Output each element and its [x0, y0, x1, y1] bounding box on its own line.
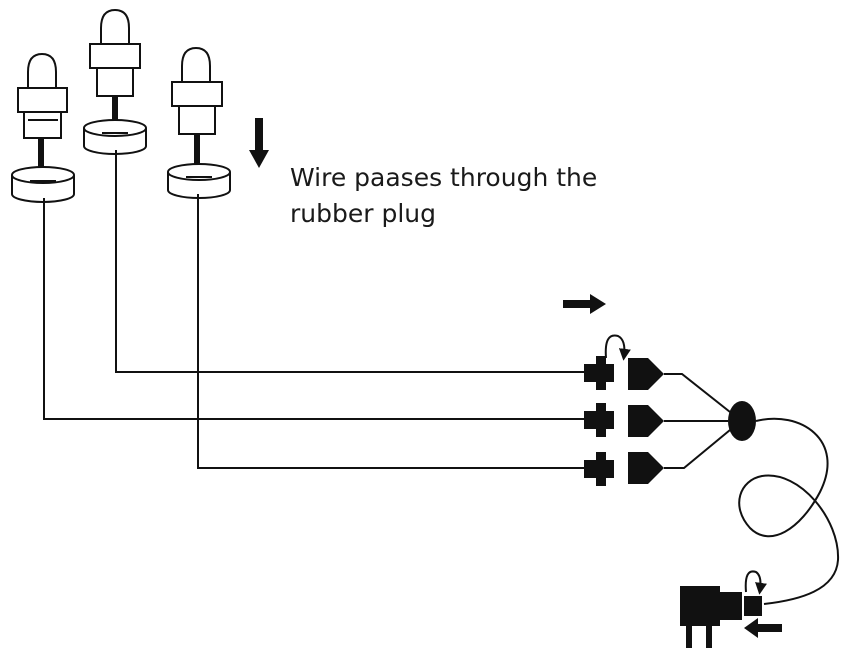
wire-lines: [43, 150, 588, 469]
junction-hub: [728, 401, 756, 441]
caption-text: Wire paases through the rubber plug: [290, 160, 690, 232]
led-bulb-icon: [89, 8, 141, 97]
wire-connector-icon: [628, 358, 664, 484]
wire-stem: [38, 138, 44, 182]
rotate-arrow-icon: [744, 570, 767, 595]
led-bulb-icon: [171, 46, 223, 135]
led-bulb-icon: [17, 52, 68, 139]
wire-bulb-2: [115, 150, 588, 373]
rubber-plug-icon: [167, 163, 231, 199]
caption-line-1: Wire paases through the: [290, 163, 598, 192]
power-adapter-icon: [680, 586, 762, 648]
down-arrow-icon: [249, 118, 269, 168]
caption-line-2: rubber plug: [290, 199, 436, 228]
wire-bulb-3: [197, 194, 588, 469]
rubber-plug-icon: [83, 119, 147, 155]
wire-stem: [194, 134, 200, 178]
rotate-arrow-icon: [604, 334, 631, 361]
rubber-plug-icon: [11, 166, 75, 203]
left-arrow-icon: [744, 618, 782, 638]
power-cable: [738, 417, 840, 605]
wire-stem: [112, 96, 118, 130]
branch-wires: [664, 373, 731, 469]
wire-connector-icon: [584, 356, 614, 486]
wire-bulb-1: [43, 198, 588, 420]
right-arrow-icon: [563, 294, 606, 314]
